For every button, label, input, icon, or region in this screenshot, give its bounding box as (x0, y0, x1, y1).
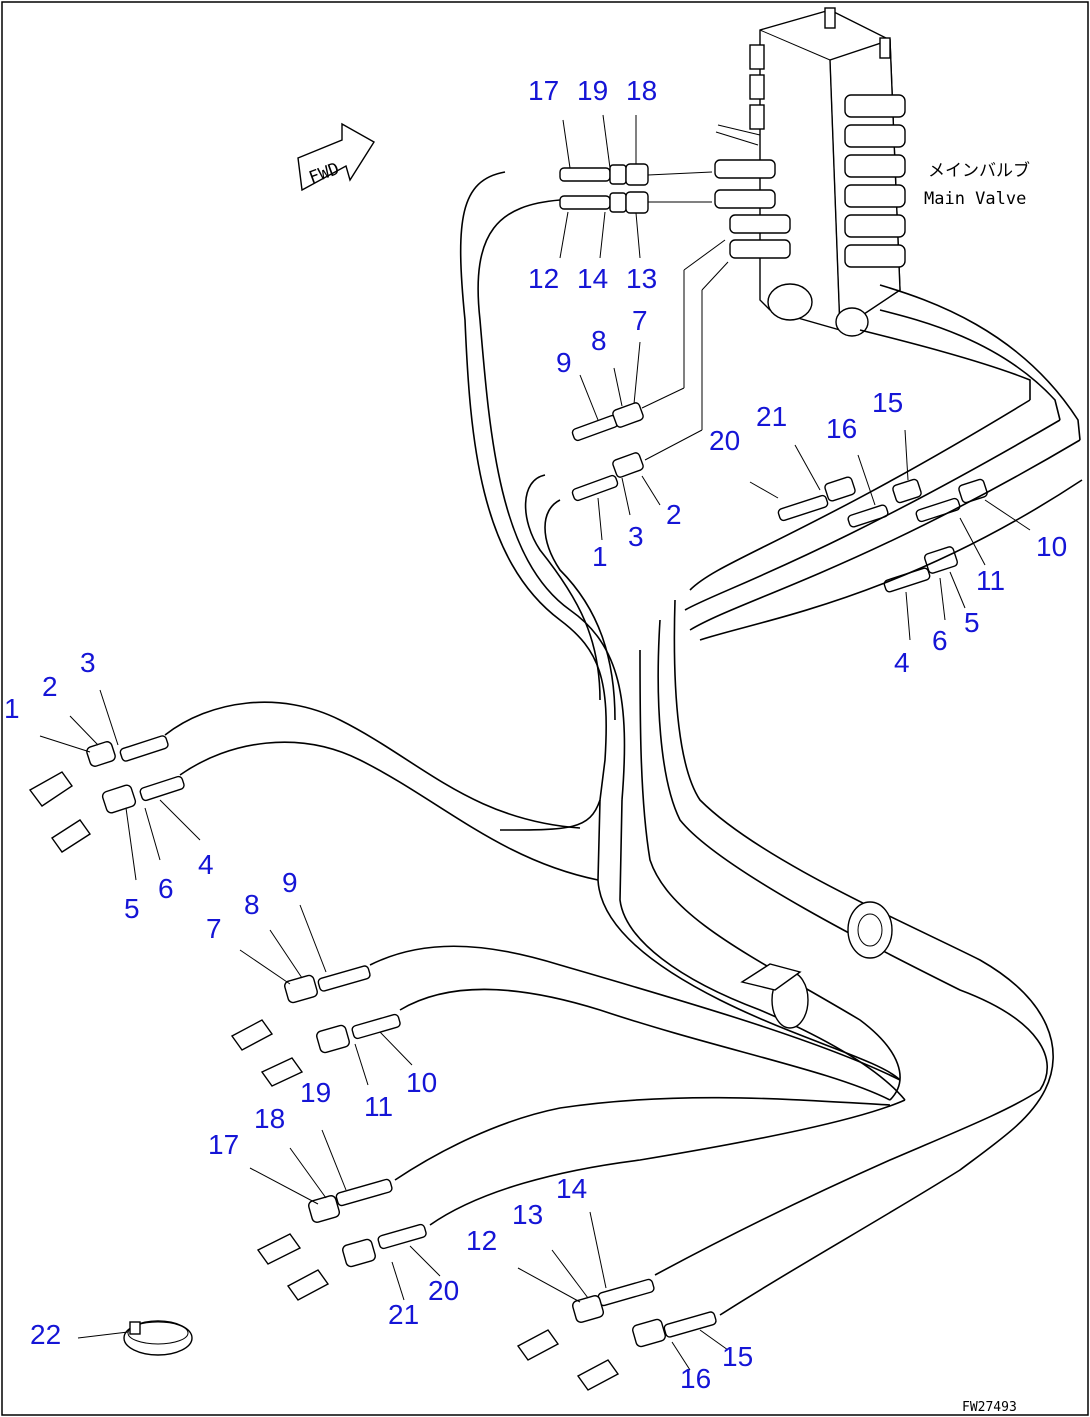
fwd-arrow-icon: FWD (297, 122, 375, 192)
bundle-clamp-icon (740, 901, 893, 1029)
callout-4: 4 (894, 647, 910, 678)
callout-12: 12 (528, 263, 559, 294)
hose-bundle (459, 171, 1083, 1101)
left-lower-hoses (249, 1096, 906, 1301)
callout-low-19: 19 (300, 1077, 331, 1108)
callout-10: 10 (1036, 531, 1067, 562)
left-middle-hoses (230, 904, 901, 1101)
callout-bottom-15: 15 (722, 1341, 753, 1372)
callout-1: 1 (592, 541, 608, 572)
callout-2: 2 (666, 499, 682, 530)
callout-5: 5 (964, 607, 980, 638)
callout-mid-9: 9 (282, 867, 298, 898)
callout-3: 3 (628, 521, 644, 552)
main-valve-icon (714, 7, 906, 337)
callout-low-20: 20 (428, 1275, 459, 1306)
drawing-code: FW27493 (962, 1400, 1017, 1415)
callout-21: 21 (756, 401, 787, 432)
callout-22: 22 (30, 1319, 61, 1350)
valve-side-fittings-upper (571, 239, 729, 541)
hose-clamp-icon (77, 1320, 193, 1356)
left-upper-hoses (28, 689, 599, 881)
callout-low-17: 17 (208, 1129, 239, 1160)
callout-9: 9 (556, 347, 572, 378)
callout-11: 11 (976, 565, 1005, 596)
callout-mid-11: 11 (364, 1091, 393, 1122)
callout-17: 17 (528, 75, 559, 106)
callout-mid-7: 7 (206, 913, 222, 944)
callout-left-6: 6 (158, 873, 174, 904)
bottom-hoses (516, 1089, 1046, 1391)
callout-left-4: 4 (198, 849, 214, 880)
callout-20: 20 (709, 425, 740, 456)
callout-bottom-16: 16 (680, 1363, 711, 1394)
top-fittings (559, 114, 713, 259)
callout-14: 14 (577, 263, 608, 294)
callout-13: 13 (626, 263, 657, 294)
callout-left-2: 2 (42, 671, 58, 702)
callout-left-5: 5 (124, 893, 140, 924)
callout-7: 7 (632, 305, 648, 336)
valve-side-fittings-right (749, 429, 1031, 641)
callout-left-3: 3 (80, 647, 96, 678)
callout-6: 6 (932, 625, 948, 656)
callout-mid-8: 8 (244, 889, 260, 920)
main-valve-label-en: Main Valve (924, 189, 1026, 209)
callout-19: 19 (577, 75, 608, 106)
callout-15: 15 (872, 387, 903, 418)
callout-16: 16 (826, 413, 857, 444)
main-valve-label-jp: メインバルブ (928, 160, 1030, 181)
callout-mid-10: 10 (406, 1067, 437, 1098)
callout-8: 8 (591, 325, 607, 356)
callout-bottom-14: 14 (556, 1173, 587, 1204)
callout-bottom-12: 12 (466, 1225, 497, 1256)
callout-low-21: 21 (388, 1299, 419, 1330)
callout-18: 18 (626, 75, 657, 106)
callout-low-18: 18 (254, 1103, 285, 1134)
callout-left-1: 1 (4, 693, 20, 724)
callout-bottom-13: 13 (512, 1199, 543, 1230)
